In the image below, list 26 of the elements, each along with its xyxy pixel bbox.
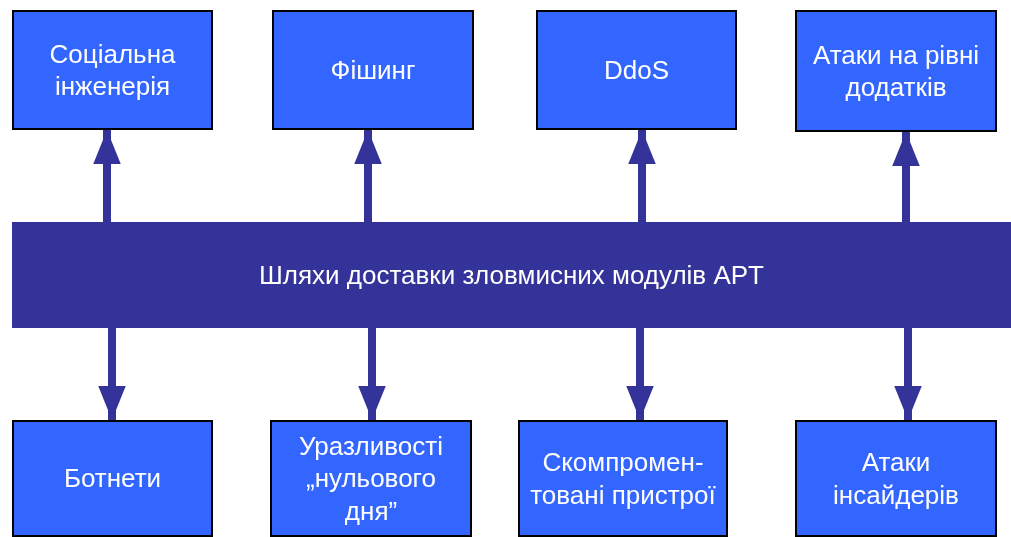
arrow (93, 130, 121, 222)
box-label: Уразливості „нульового дня” (298, 429, 444, 528)
process-box (272, 10, 474, 130)
box-label: Атаки інсайдерів (832, 446, 960, 511)
arrow (98, 328, 126, 420)
arrow (628, 130, 656, 222)
process-box (518, 420, 728, 537)
arrow (892, 132, 920, 222)
arrow (894, 328, 922, 420)
process-box (270, 420, 472, 537)
box-label: Фішинг (330, 53, 416, 87)
box-label: Скомпромен-товані пристрої (529, 446, 717, 511)
process-box (795, 10, 997, 132)
process-box (536, 10, 737, 130)
box-label: Атаки на рівні додатків (811, 38, 981, 104)
arrow (358, 328, 386, 420)
process-box (12, 10, 213, 130)
arrow (626, 328, 654, 420)
box-label: DdoS (603, 53, 669, 87)
process-box (795, 420, 997, 537)
box-label: Ботнети (63, 462, 162, 495)
process-box (12, 420, 213, 537)
arrow (354, 130, 382, 222)
box-label: Шляхи доставки зловмисних модулів APT (259, 258, 764, 292)
box-label: Соціальна інженерія (48, 37, 177, 103)
banner-band (12, 222, 1011, 328)
